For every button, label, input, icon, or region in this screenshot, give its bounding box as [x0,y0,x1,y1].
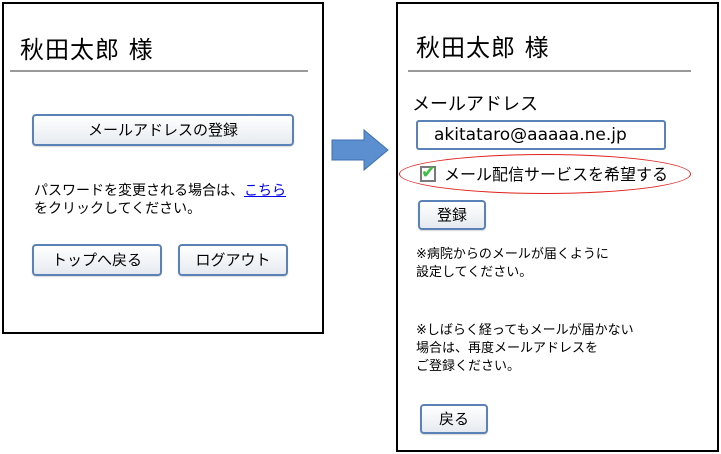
title-divider [10,70,308,72]
email-registration-screen: 秋田太郎 様 メールアドレス ✔ メール配信サービスを希望する 登録 ※病院から… [396,2,719,452]
password-change-link[interactable]: こちら [244,183,286,199]
email-input[interactable] [416,120,666,150]
email-label: メールアドレス [412,94,538,115]
register-button[interactable]: 登録 [418,200,486,230]
logout-button[interactable]: ログアウト [178,244,288,276]
mail-setting-note: ※病院からのメールが届くように [416,247,609,262]
password-change-text: パスワードを変更される場合は、こちら [34,182,286,200]
mail-setting-note-line2: 設定してください。 [416,265,533,280]
check-icon: ✔ [421,162,437,183]
subscribe-label[interactable]: メール配信サービスを希望する [444,165,669,184]
user-name-title: 秋田太郎 様 [416,34,550,62]
subscribe-checkbox[interactable]: ✔ [420,162,436,183]
subscribe-highlight-ellipse [399,154,691,194]
resend-note-line3: ご登録ください。 [416,359,521,374]
register-email-button[interactable]: メールアドレスの登録 [32,114,294,146]
back-to-top-button[interactable]: トップへ戻る [32,244,162,276]
account-screen: 秋田太郎 様 メールアドレスの登録 パスワードを変更される場合は、こちら をクリ… [2,2,324,334]
password-change-text-line2: をクリックしてください。 [34,201,202,217]
user-name-title: 秋田太郎 様 [20,36,154,64]
title-divider [408,70,691,72]
right-arrow-icon [331,128,389,172]
password-change-prefix: パスワードを変更される場合は、 [34,183,244,199]
back-button[interactable]: 戻る [420,404,488,434]
resend-note: ※しばらく経ってもメールが届かない [416,323,634,338]
resend-note-line2: 場合は、再度メールアドレスを [416,341,599,356]
